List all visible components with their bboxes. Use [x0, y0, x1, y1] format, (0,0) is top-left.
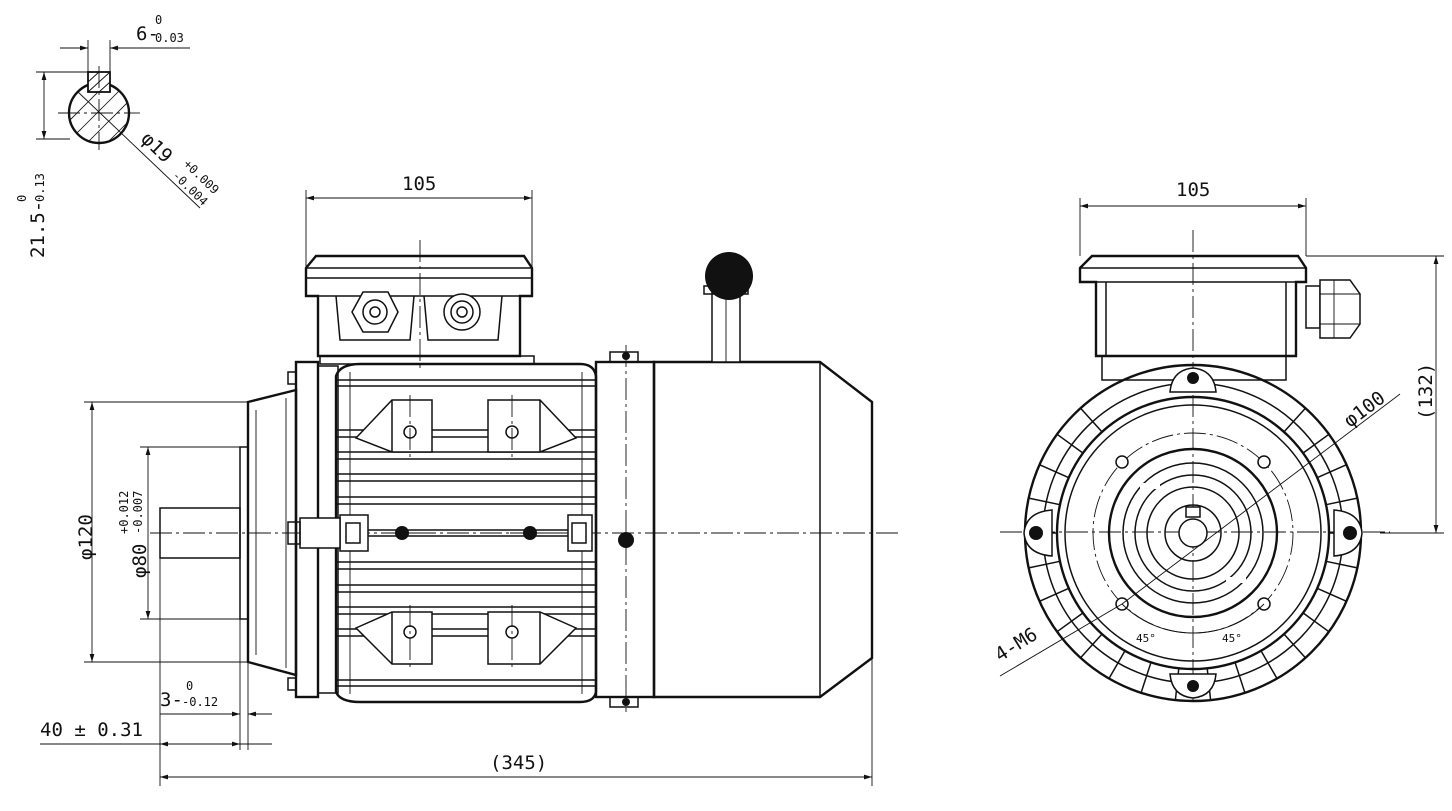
- side-terminal-box-width: 105: [402, 173, 436, 195]
- end-fin: [1080, 407, 1103, 433]
- spigot-depth-tol-lower: -0.12: [182, 695, 218, 709]
- spigot-diameter-dimension: φ80 +0.012 -0.007: [117, 491, 151, 578]
- end-fin: [1325, 497, 1358, 506]
- end-fin: [1316, 464, 1347, 479]
- key-height-dimension: 21.5- 0 0.13: [15, 173, 49, 258]
- lug-top-right: [487, 399, 578, 453]
- brake-housing: [594, 360, 656, 699]
- pcd-label: φ100: [1340, 387, 1390, 432]
- key-width-label: 6-: [136, 23, 159, 45]
- brake-center-mark: [618, 532, 634, 548]
- end-fin: [1283, 633, 1306, 659]
- lever-knob: [705, 252, 753, 300]
- end-terminal-box-width: 105: [1176, 179, 1210, 201]
- end-fin: [1039, 464, 1070, 479]
- spigot-tol-lower: -0.007: [131, 491, 145, 534]
- end-fin: [1140, 662, 1152, 694]
- holes-label: 4-M6: [991, 623, 1041, 666]
- shaft-length-label: 40 ± 0.31: [40, 719, 143, 741]
- angle-right-label: 45°: [1222, 632, 1242, 645]
- flange-diameter-label: φ120: [75, 514, 97, 560]
- end-fin: [1260, 650, 1278, 679]
- shaft-section: 6- 0 0.03 21.5- 0 0.13 φ19 +0.009 -0.004: [15, 13, 222, 258]
- end-height-label: (132): [1415, 363, 1437, 420]
- shaft-diameter-label: φ19: [137, 128, 177, 168]
- end-fin: [1056, 433, 1084, 454]
- angle-left-label: 45°: [1136, 632, 1156, 645]
- end-fin: [1080, 633, 1103, 659]
- fan-cover: [652, 360, 874, 699]
- spigot-diameter-label: φ80: [129, 544, 151, 578]
- end-shaft: [1178, 518, 1208, 548]
- flange: [246, 388, 298, 677]
- end-cable-gland-base: [1305, 285, 1321, 329]
- key-height-tol-lower: 0.13: [33, 173, 47, 202]
- terminal-box: [304, 254, 534, 358]
- end-fin: [1039, 587, 1070, 602]
- end-hub: [1107, 447, 1279, 619]
- hole-tr: [1257, 455, 1271, 469]
- end-fin: [1302, 612, 1330, 633]
- side-view: 105 φ120 φ80 +0.012 -0.007 3- 0 -0.12 40…: [40, 173, 900, 786]
- spigot-depth-label: 3-: [160, 689, 183, 711]
- bracket-left: [339, 514, 369, 552]
- spigot-depth-tol-upper: 0: [186, 679, 193, 693]
- overall-length-label: (345): [490, 752, 547, 774]
- key-height-label: 21.5-: [27, 201, 49, 258]
- end-cable-gland: [1319, 279, 1361, 339]
- spigot-tol-upper: +0.012: [117, 491, 131, 534]
- lug-top-left: [354, 399, 433, 453]
- end-fin: [1028, 560, 1061, 569]
- end-fin: [1108, 650, 1126, 679]
- lug-bottom-right: [487, 611, 578, 665]
- cable-gland-left: [351, 291, 399, 333]
- lug-bottom-left: [354, 611, 433, 665]
- end-fin: [1325, 560, 1358, 569]
- end-fin: [1316, 587, 1347, 602]
- end-fin: [1302, 433, 1330, 454]
- end-view: φ100 4-M6 45° 45° 105 (132): [991, 179, 1444, 703]
- key-width-tol-upper: 0: [155, 13, 162, 27]
- end-fin: [1056, 612, 1084, 633]
- key-height-tol-upper: 0: [15, 195, 29, 202]
- end-fin: [1283, 407, 1306, 433]
- key-width-tol-lower: 0.03: [155, 31, 184, 45]
- end-fin: [1028, 497, 1061, 506]
- shaft-diameter-dimension: φ19 +0.009 -0.004: [137, 128, 222, 209]
- end-fin: [1234, 662, 1246, 694]
- cable-gland-right: [443, 293, 481, 331]
- hole-tl: [1115, 455, 1129, 469]
